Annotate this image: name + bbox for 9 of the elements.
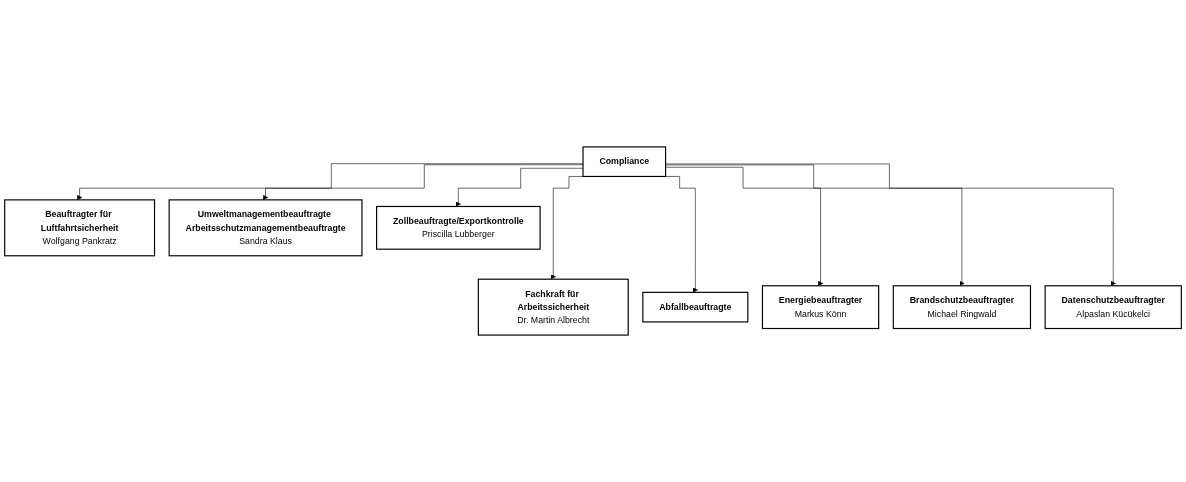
node-box: Umweltmanagementbeauftragte Arbeitsschutzmanagementbeauftragte Sandra Klaus	[168, 199, 363, 257]
node-box: Brandschutzbeauftragter Michael Ringwald	[892, 285, 1032, 330]
node-box: Zollbeauftragte/Exportkontrolle Priscilla Lubberger	[376, 205, 541, 250]
node-box: Fachkraft für Arbeitssicherheit Dr. Martin Albrecht	[477, 278, 629, 336]
node-box: Abfallbeauftragte	[642, 291, 749, 323]
node-box: Energiebeauftragter Markus Könn	[761, 285, 880, 330]
node-box: Beauftragter für Luftfahrtsicherheit Wolfgang Pankratz	[4, 199, 156, 257]
node-box: Compliance	[582, 146, 667, 178]
node-box: Datenschutzbeauftragter Alpaslan Kücükelci	[1044, 285, 1182, 330]
